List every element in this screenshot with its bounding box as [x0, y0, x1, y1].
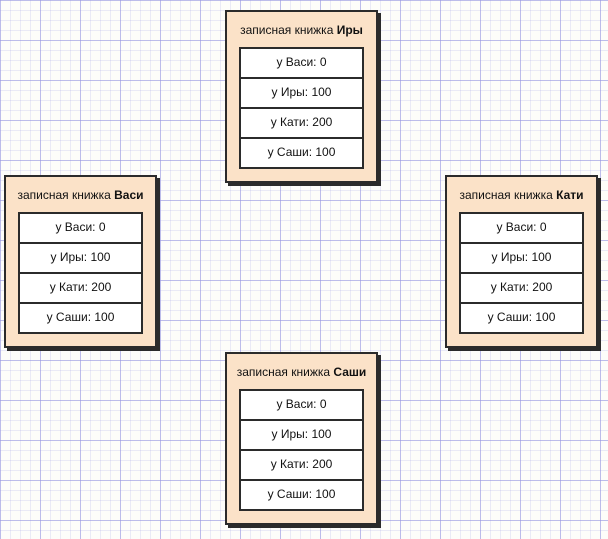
notebook-owner-name: Саши [333, 365, 367, 379]
table-row: у Васи: 0 [241, 49, 362, 79]
table-row: у Кати: 200 [241, 451, 362, 481]
notebook-owner-name: Кати [556, 188, 584, 202]
notebook-node-sashi[interactable]: записная книжка Саши у Васи: 0 у Иры: 10… [225, 352, 378, 525]
table-row: у Васи: 0 [241, 391, 362, 421]
table-row: у Иры: 100 [241, 421, 362, 451]
table-row: у Саши: 100 [241, 139, 362, 169]
table-row: у Саши: 100 [461, 304, 582, 334]
table-row: у Васи: 0 [20, 214, 141, 244]
balance-table-vasi: у Васи: 0 у Иры: 100 у Кати: 200 у Саши:… [18, 212, 143, 334]
table-row: у Кати: 200 [20, 274, 141, 304]
table-row: у Иры: 100 [20, 244, 141, 274]
notebook-node-iry[interactable]: записная книжка Иры у Васи: 0 у Иры: 100… [225, 10, 378, 183]
notebook-title-prefix: записная книжка [236, 365, 331, 379]
notebook-title-prefix: записная книжка [459, 188, 553, 202]
table-row: у Саши: 100 [20, 304, 141, 334]
notebook-owner-name: Васи [114, 188, 144, 202]
balance-table-iry: у Васи: 0 у Иры: 100 у Кати: 200 у Саши:… [239, 47, 364, 169]
notebook-title-iry: записная книжка Иры [227, 12, 376, 47]
notebook-title-kati: записная книжка Кати [447, 177, 596, 212]
notebook-node-kati[interactable]: записная книжка Кати у Васи: 0 у Иры: 10… [445, 175, 598, 348]
notebook-title-prefix: записная книжка [17, 188, 111, 202]
table-row: у Саши: 100 [241, 481, 362, 511]
table-row: у Кати: 200 [461, 274, 582, 304]
table-row: у Иры: 100 [461, 244, 582, 274]
table-row: у Васи: 0 [461, 214, 582, 244]
table-row: у Кати: 200 [241, 109, 362, 139]
notebook-title-vasi: записная книжка Васи [6, 177, 155, 212]
notebook-title-prefix: записная книжка [240, 23, 334, 37]
notebook-title-sashi: записная книжка Саши [227, 354, 376, 389]
notebook-node-vasi[interactable]: записная книжка Васи у Васи: 0 у Иры: 10… [4, 175, 157, 348]
table-row: у Иры: 100 [241, 79, 362, 109]
notebook-owner-name: Иры [336, 23, 363, 37]
balance-table-sashi: у Васи: 0 у Иры: 100 у Кати: 200 у Саши:… [239, 389, 364, 511]
balance-table-kati: у Васи: 0 у Иры: 100 у Кати: 200 у Саши:… [459, 212, 584, 334]
